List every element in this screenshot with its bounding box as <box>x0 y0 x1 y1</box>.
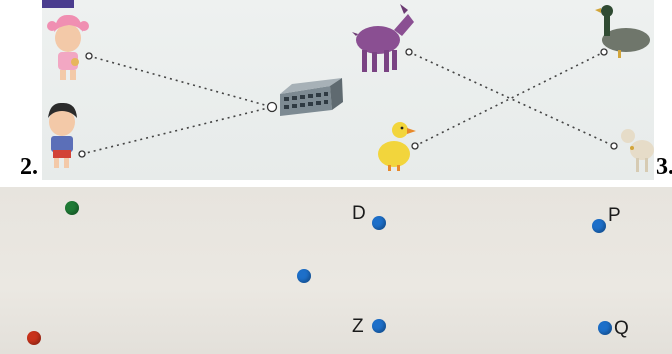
green-point <box>65 201 79 215</box>
label-p: P <box>608 205 621 226</box>
exercise-number-2: 2. <box>20 154 38 180</box>
line-girl-to-building <box>88 55 273 108</box>
line-goat-to-small-goat <box>408 51 615 147</box>
point-q <box>598 321 612 335</box>
red-point <box>27 331 41 345</box>
boy-figure <box>48 102 77 168</box>
matching-illustration <box>47 4 654 172</box>
girl-figure <box>47 14 89 80</box>
dotted-lines <box>81 51 615 155</box>
label-q: Q <box>614 318 629 339</box>
small-goat-figure <box>621 129 654 172</box>
line-duck-to-goose <box>414 51 605 147</box>
label-d: D <box>352 203 366 224</box>
label-z: Z <box>352 316 364 337</box>
line-boy-to-building <box>81 106 273 155</box>
goat-figure <box>352 4 414 72</box>
center-point <box>297 269 311 283</box>
exercise-number-3: 3. <box>656 154 672 180</box>
point-z <box>372 319 386 333</box>
color-tag <box>42 0 74 8</box>
point-d <box>372 216 386 230</box>
duck-figure <box>378 122 416 171</box>
matching-exercise-photo <box>42 0 654 180</box>
line-endpoints <box>78 48 618 158</box>
points-photo: D P Z Q <box>0 187 672 354</box>
building-figure <box>280 78 343 116</box>
goose-figure <box>595 5 650 58</box>
point-p <box>592 219 606 233</box>
